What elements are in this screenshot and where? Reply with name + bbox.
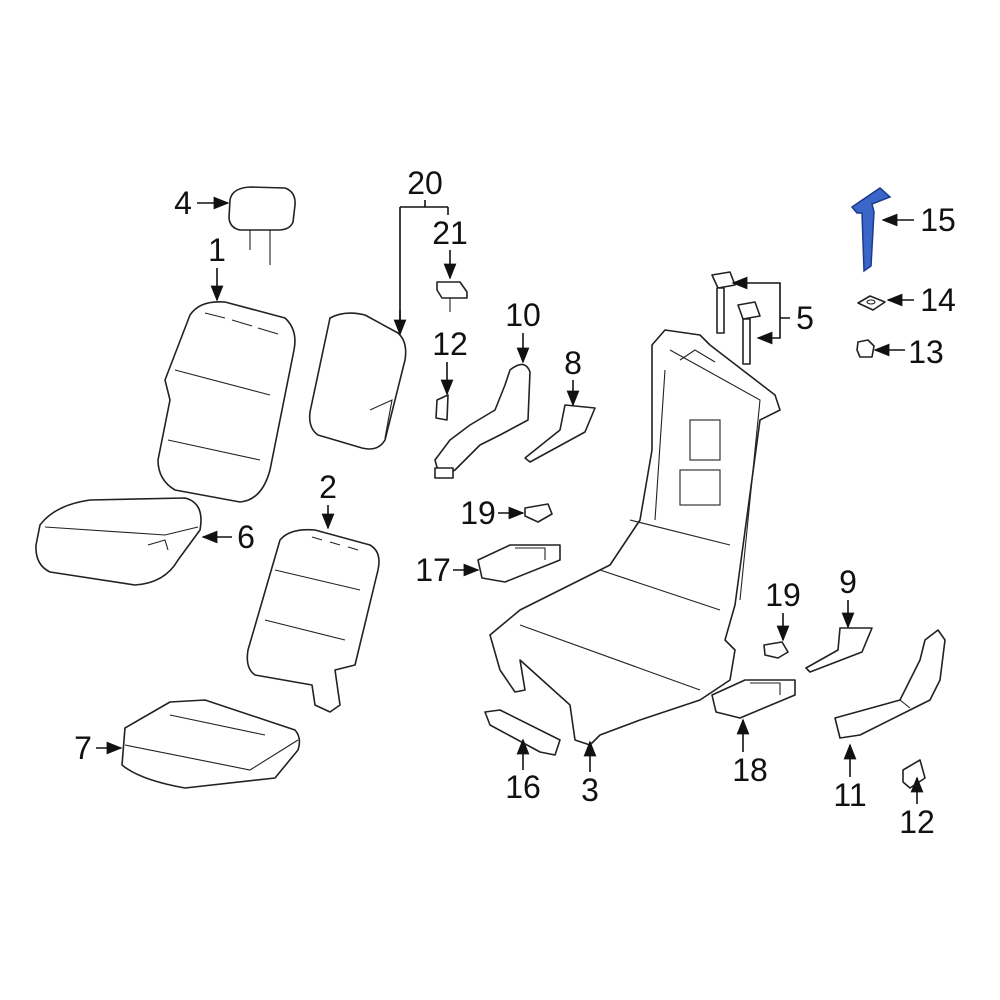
part-cushion-cover[interactable]	[35, 497, 202, 586]
part-trim-16[interactable]	[484, 709, 561, 756]
callout-10: 10	[505, 297, 541, 333]
callout-7: 7	[74, 730, 92, 766]
callout-11: 11	[833, 777, 867, 813]
part-cover-19b[interactable]	[763, 641, 789, 659]
callout-17: 17	[415, 552, 451, 588]
callout-6: 6	[237, 519, 255, 555]
callout-19-b: 19	[765, 577, 801, 613]
callout-5: 5	[796, 300, 814, 336]
callout-16: 16	[505, 769, 541, 805]
part-bracket-12[interactable]	[435, 394, 449, 421]
callout-8: 8	[564, 345, 582, 381]
part-back-panel[interactable]	[308, 312, 407, 450]
part-seat-frame[interactable]	[489, 329, 781, 746]
part-retainer-clip[interactable]	[856, 339, 875, 358]
part-washer[interactable]	[857, 295, 886, 311]
callout-20: 20	[407, 165, 443, 201]
callout-12-b: 12	[899, 804, 935, 840]
part-hinge[interactable]	[434, 363, 531, 479]
callout-14: 14	[920, 282, 956, 318]
part-cushion-frame[interactable]	[121, 699, 301, 789]
part-cover-12[interactable]	[902, 759, 926, 789]
part-side-trim[interactable]	[834, 629, 946, 739]
leader-lines	[96, 196, 924, 804]
part-cover-19a[interactable]	[524, 503, 553, 523]
part-studs[interactable]	[711, 271, 761, 365]
part-slide-cover-18[interactable]	[711, 679, 796, 719]
callout-4: 4	[174, 185, 192, 221]
callout-3: 3	[581, 772, 599, 808]
callout-19: 19	[460, 495, 496, 531]
part-bracket-9[interactable]	[805, 627, 873, 673]
callout-2: 2	[319, 469, 337, 505]
callout-9: 9	[839, 564, 857, 600]
part-slide-cover-17[interactable]	[477, 544, 561, 583]
callout-12: 12	[432, 326, 468, 362]
part-headrest[interactable]	[228, 186, 296, 265]
part-seat-back-cover[interactable]	[157, 300, 296, 503]
callout-1: 1	[208, 232, 226, 268]
callout-13: 13	[908, 334, 944, 370]
callout-15: 15	[920, 202, 956, 238]
part-clip[interactable]	[436, 281, 468, 312]
part-seat-back-frame[interactable]	[246, 528, 380, 713]
callout-18: 18	[732, 752, 768, 788]
callout-21: 21	[432, 215, 468, 251]
part-bracket-8[interactable]	[524, 404, 596, 463]
part-trim-strip-highlighted[interactable]	[850, 187, 892, 273]
